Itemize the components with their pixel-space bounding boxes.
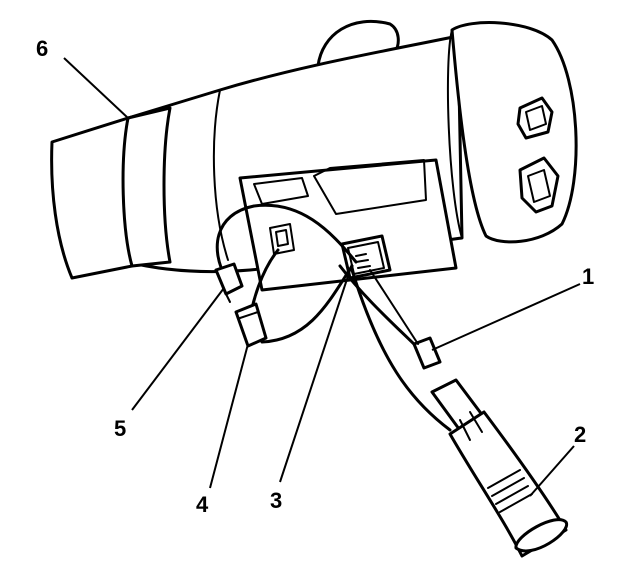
probe-clip-5	[214, 262, 244, 303]
probe-4	[234, 302, 268, 348]
callout-2: 2	[574, 422, 586, 447]
callout-labels: 6 1 2 3 4 5	[36, 36, 594, 517]
callout-5: 5	[114, 416, 126, 441]
callout-6: 6	[36, 36, 48, 61]
test-lamp-2	[430, 378, 568, 558]
callout-1: 1	[582, 264, 594, 289]
callout-3: 3	[270, 488, 282, 513]
pin-probe-1	[369, 269, 442, 370]
callout-4: 4	[196, 492, 209, 517]
end-cap	[446, 21, 578, 244]
leader-lines	[63, 57, 581, 497]
